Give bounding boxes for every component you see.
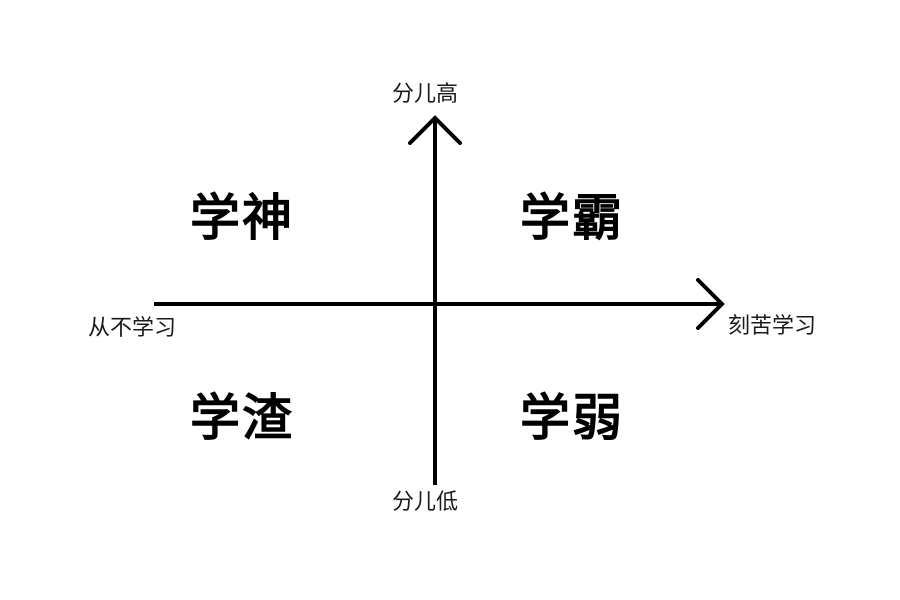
x-axis-left-label: 从不学习	[88, 316, 177, 341]
y-axis-top-label: 分儿高	[392, 82, 459, 107]
quadrant-bottom-right: 学弱	[520, 389, 624, 447]
quadrant-top-left: 学神	[190, 189, 294, 247]
quadrant-top-right: 学霸	[520, 189, 624, 247]
quadrant-bottom-left: 学渣	[190, 389, 294, 447]
x-axis-arrow-icon	[696, 278, 725, 330]
y-axis-bottom-label: 分儿低	[392, 490, 459, 515]
y-axis-arrow-icon	[408, 115, 462, 145]
x-axis-right-label: 刻苦学习	[728, 314, 817, 339]
